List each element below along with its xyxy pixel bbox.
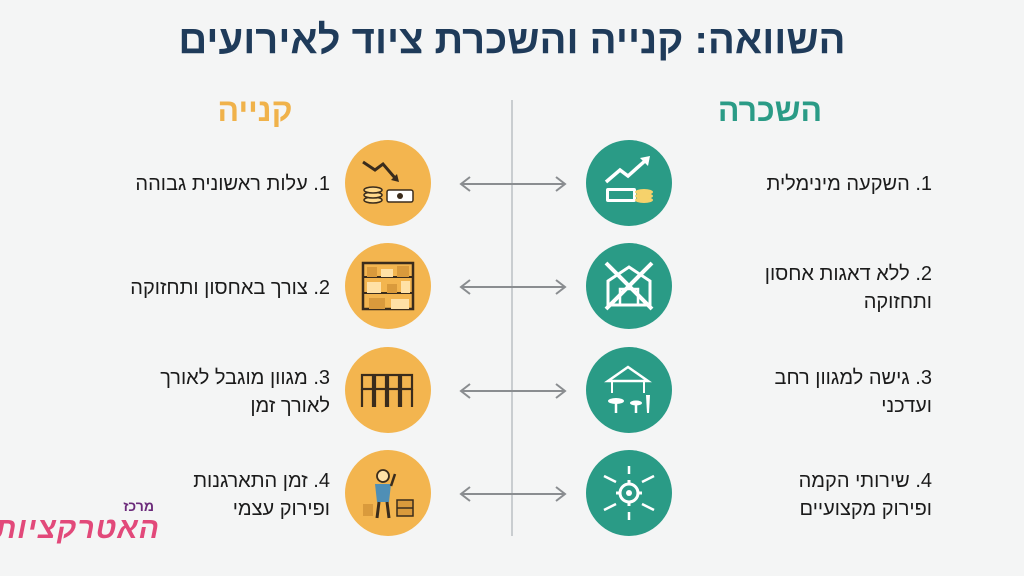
logo-small-text: מרכז <box>123 498 154 514</box>
brand-logo: מרכז האטרקציות <box>0 498 160 562</box>
teamwork-gear-icon <box>586 450 672 536</box>
buy-text-1: 1. עלות ראשונית גבוהה <box>135 173 330 195</box>
buy-text-3: 3. מגוון מוגבל לאורך לאורך זמן <box>160 367 330 417</box>
column-heading-buy: קנייה <box>217 92 293 128</box>
comparison-row-3: 3. גישה למגוון רחב ועדכני 3. מגוון מוגבל… <box>0 347 1024 437</box>
double-arrow-icon <box>459 383 567 399</box>
page-title: השוואה: קנייה והשכרת ציוד לאירועים <box>178 18 846 62</box>
buy-text-2: 2. צורך באחסון ותחזוקה <box>130 277 330 299</box>
comparison-row-2: 2. ללא דאגות אחסון ותחזוקה 2. צורך באחסו… <box>0 243 1024 333</box>
buy-text-4: 4. זמן התארגנות ופירוק עצמי <box>193 470 330 520</box>
comparison-row-4: 4. שירותי הקמה ופירוק מקצועיים 4. זמן הת… <box>0 450 1024 540</box>
rent-text-2: 2. ללא דאגות אחסון ותחזוקה <box>764 263 932 313</box>
double-arrow-icon <box>459 176 567 192</box>
no-storage-icon <box>586 243 672 329</box>
storage-shelves-icon <box>345 243 431 329</box>
money-growth-icon <box>586 140 672 226</box>
money-decline-icon <box>345 140 431 226</box>
chairs-row-icon <box>345 347 431 433</box>
comparison-row-1: 1. השקעה מינימלית 1. עלות ראשונית גבוהה <box>0 140 1024 230</box>
rent-text-3: 3. גישה למגוון רחב ועדכני <box>774 367 932 417</box>
rent-text-1: 1. השקעה מינימלית <box>766 173 932 195</box>
double-arrow-icon <box>459 279 567 295</box>
logo-big-text: האטרקציות <box>0 512 160 545</box>
tired-worker-icon <box>345 450 431 536</box>
rent-text-4: 4. שירותי הקמה ופירוק מקצועיים <box>798 470 932 520</box>
tent-furniture-icon <box>586 347 672 433</box>
column-heading-rent: השכרה <box>717 92 823 128</box>
double-arrow-icon <box>459 486 567 502</box>
center-divider <box>511 100 513 536</box>
